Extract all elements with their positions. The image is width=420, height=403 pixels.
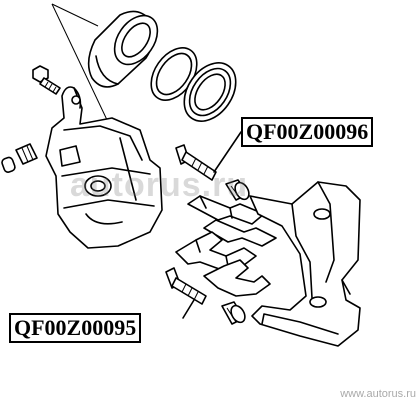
part-number-label-lower[interactable]: QF00Z00095 bbox=[9, 313, 142, 343]
anti-rattle-clip-lower bbox=[175, 231, 271, 297]
label-pointers bbox=[182, 131, 242, 319]
leader-lines bbox=[51, 3, 109, 123]
part-number-label-upper[interactable]: QF00Z00096 bbox=[241, 117, 374, 147]
guide-pin-upper bbox=[175, 144, 217, 181]
caliper-bracket bbox=[249, 181, 361, 347]
anti-rattle-clip-upper bbox=[187, 195, 277, 247]
guide-pin-lower bbox=[165, 267, 207, 305]
bleeder-bolt bbox=[32, 65, 61, 95]
pin-boot-lower bbox=[221, 301, 246, 325]
watermark-center: autorus.ru bbox=[70, 166, 249, 204]
bleeder-screw bbox=[1, 143, 38, 173]
caliper-body bbox=[45, 86, 163, 249]
dust-boot bbox=[183, 62, 237, 122]
caliper-piston bbox=[87, 10, 159, 88]
piston-seal bbox=[150, 47, 198, 101]
pin-boot-upper bbox=[225, 179, 250, 201]
watermark-corner: www.autorus.ru bbox=[340, 388, 416, 400]
